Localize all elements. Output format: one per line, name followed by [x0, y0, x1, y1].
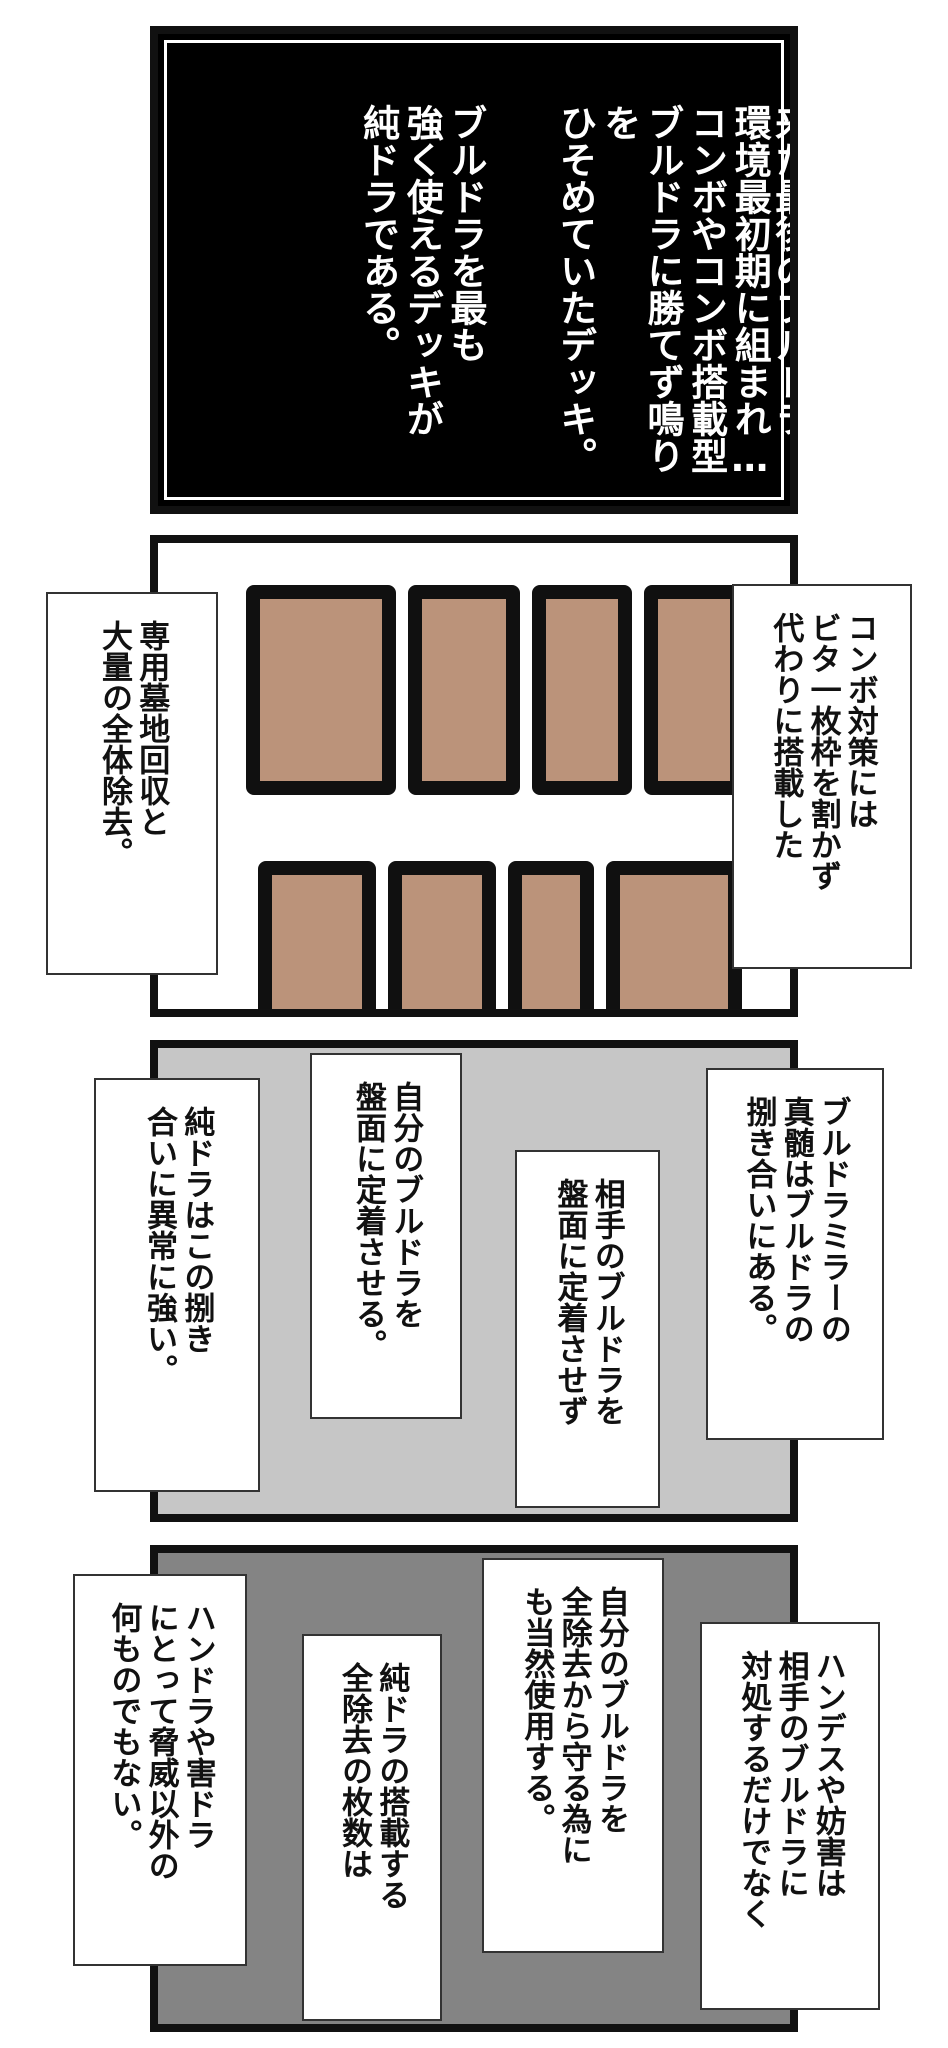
caption-text: 専用墓地回収と 大量の全体除去。 [96, 620, 170, 868]
caption-text: 自分のブルドラを 盤面に定着させる。 [350, 1081, 424, 1360]
narration-text-3: ブルドラを最も 強く使えるデッキが 純ドラである。 [356, 104, 487, 437]
caption-own-bulldra: 自分のブルドラを 盤面に定着させる。 [310, 1053, 462, 1419]
panel-cards [150, 535, 798, 1017]
card-row-bottom [258, 861, 742, 1009]
panel-inner-border [164, 40, 784, 500]
caption-threat: ハンドラや害ドラ にとって脅威以外の 何ものでもない。 [73, 1574, 247, 1966]
caption-opponent-bulldra: 相手のブルドラを 盤面に定着させず [515, 1150, 660, 1508]
narration-text-1: ハンドラと害ドラを 喰らうために上がって 来た最後のブルドラ。 [768, 104, 798, 474]
caption-text: ブルドラミラーの 真髄はブルドラの 捌き合いにある。 [740, 1096, 851, 1344]
caption-text: 純ドラはこの捌き 合いに異常に強い。 [141, 1106, 215, 1385]
card-back [408, 585, 520, 795]
narration-text-2: 環境最初期に組まれ… コンボやコンボ搭載型 ブルドラに勝てず鳴りを ひそめていた… [553, 104, 772, 480]
caption-combo-countermeasure: コンボ対策には ビタ一枚枠を割かず 代わりに搭載した [732, 584, 912, 969]
caption-text: 相手のブルドラを 盤面に定着させず [551, 1178, 625, 1426]
caption-text: コンボ対策には ビタ一枚枠を割かず 代わりに搭載した [767, 612, 878, 891]
panel-narration-intro: ハンドラと害ドラを 喰らうために上がって 来た最後のブルドラ。 環境最初期に組ま… [150, 26, 798, 514]
card-back [644, 585, 744, 795]
caption-mirror-essence: ブルドラミラーの 真髄はブルドラの 捌き合いにある。 [706, 1068, 884, 1440]
caption-protect-own-bulldra: 自分のブルドラを 全除去から守る為に も当然使用する。 [482, 1558, 664, 1953]
caption-text: ハンドラや害ドラ にとって脅威以外の 何ものでもない。 [105, 1602, 216, 1881]
caption-pure-dragon-strength: 純ドラはこの捌き 合いに異常に強い。 [94, 1078, 260, 1492]
card-back [388, 861, 496, 1009]
caption-graveyard-recovery: 専用墓地回収と 大量の全体除去。 [46, 592, 218, 975]
caption-text: ハンデスや妨害は 相手のブルドラに 対処するだけでなく [735, 1650, 846, 1929]
card-row-top [246, 585, 744, 795]
card-back [258, 861, 376, 1009]
card-back [246, 585, 396, 795]
card-back [508, 861, 594, 1009]
caption-removal-count: 純ドラの搭載する 全除去の枚数は [302, 1634, 442, 2021]
card-back [606, 861, 742, 1009]
caption-text: 純ドラの搭載する 全除去の枚数は [336, 1662, 410, 1910]
card-back [532, 585, 632, 795]
caption-text: 自分のブルドラを 全除去から守る為に も当然使用する。 [518, 1586, 629, 1865]
caption-hand-destruction: ハンデスや妨害は 相手のブルドラに 対処するだけでなく [700, 1622, 880, 2010]
